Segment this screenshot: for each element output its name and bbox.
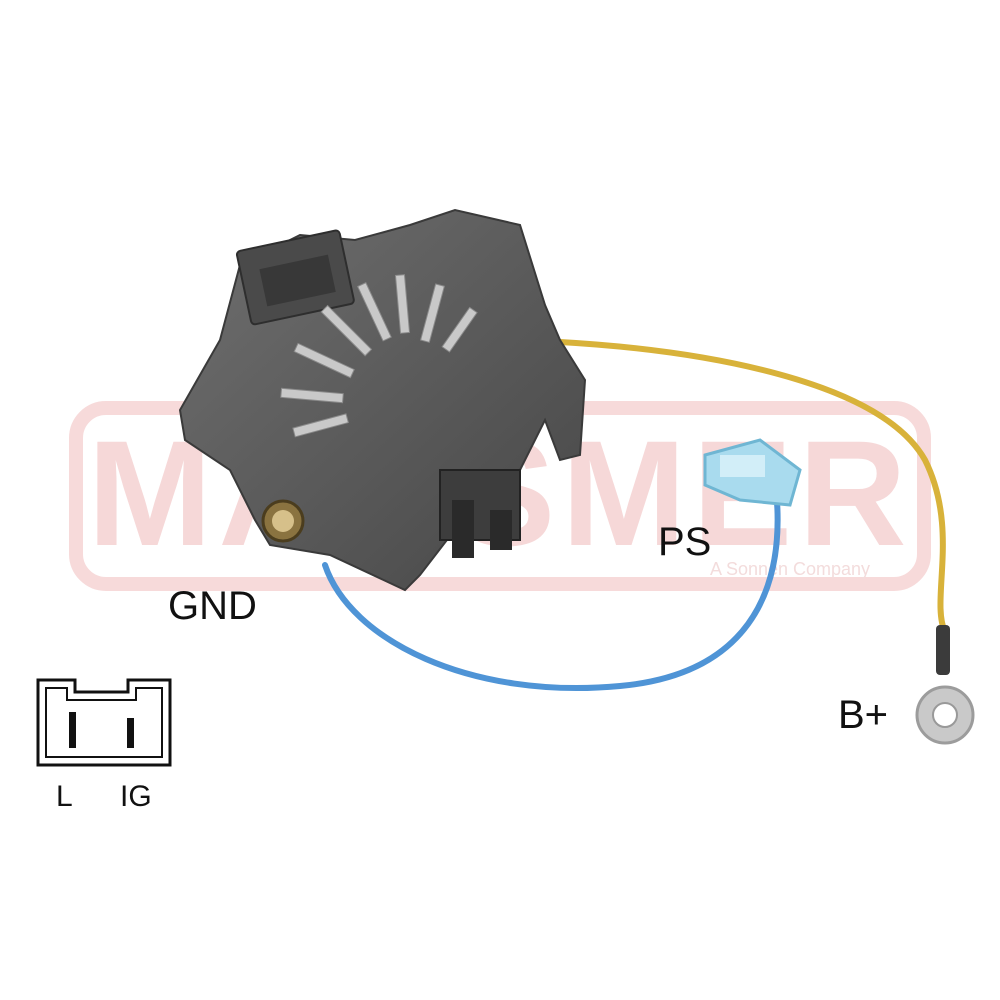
- two-pin-connector-icon: [36, 678, 172, 767]
- voltage-regulator-icon: [178, 208, 587, 592]
- b-plus-ring-terminal: [915, 625, 975, 745]
- gnd-label: GND: [168, 584, 257, 628]
- b-plus-label: B+: [838, 693, 889, 737]
- pin-label-l: L: [56, 780, 73, 813]
- watermark-subtext: A Sonnen Company: [710, 559, 870, 579]
- pin-label-ig: IG: [120, 780, 152, 813]
- blue-wire: [322, 477, 781, 692]
- ps-label: PS: [658, 520, 712, 564]
- yellow-wire: [557, 339, 948, 635]
- ps-terminal: [703, 438, 802, 507]
